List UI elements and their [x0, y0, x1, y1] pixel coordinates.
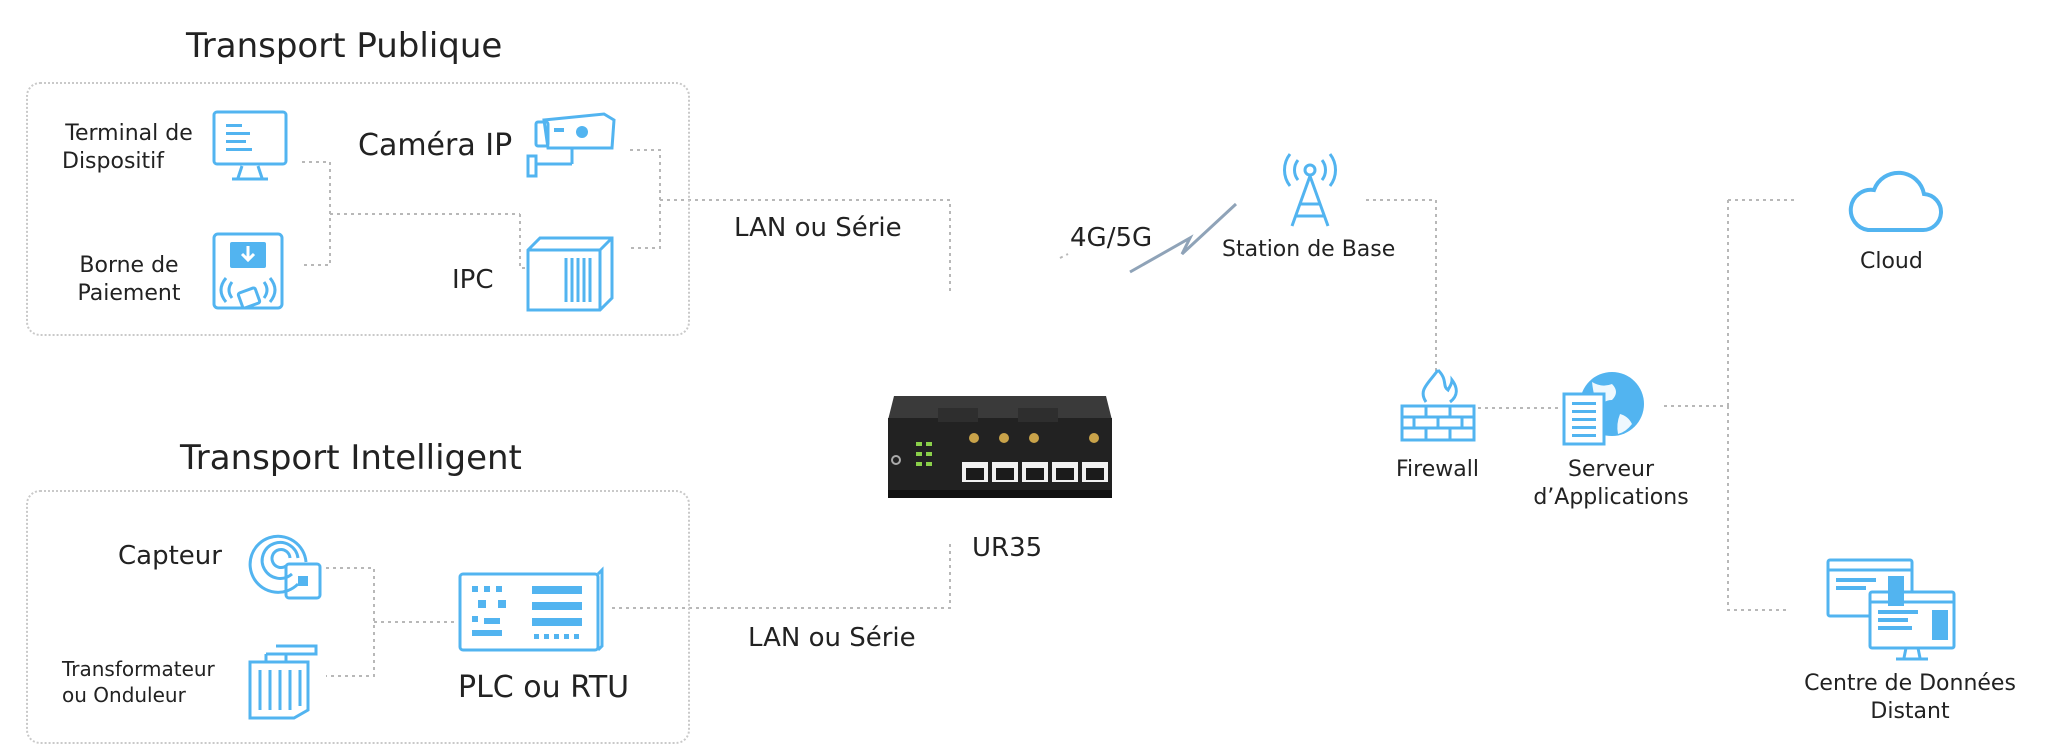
- server-globe-icon: [1562, 370, 1648, 446]
- datacenter-label-line1: Centre de Données: [1804, 671, 2016, 696]
- transformer-icon: [246, 640, 322, 720]
- payment-label-line2: Paiement: [77, 281, 181, 306]
- firewall-label: Firewall: [1396, 457, 1479, 482]
- app-server-label-line1: Serveur: [1567, 457, 1655, 482]
- monitor-icon: [212, 110, 288, 182]
- plc-icon: [458, 566, 604, 654]
- payment-label-line1: Borne de: [79, 253, 179, 278]
- device-label-transformer: Transformateur ou Onduleur: [62, 656, 215, 708]
- group-title-public-transport: Transport Publique: [186, 26, 503, 66]
- device-label-ip-camera: Caméra IP: [358, 128, 513, 163]
- device-label-payment: Borne de Paiement: [64, 252, 194, 308]
- link-label-lan-bottom: LAN ou Série: [748, 623, 916, 653]
- device-label-ipc: IPC: [452, 265, 494, 295]
- terminal-label-line2: Dispositif: [62, 149, 164, 174]
- device-label-plc: PLC ou RTU: [458, 670, 630, 705]
- base-station-label: Station de Base: [1222, 237, 1396, 262]
- datacenter-label-line2: Distant: [1870, 699, 1950, 724]
- terminal-label-line1: Terminal de: [65, 121, 193, 146]
- remote-datacenter-icon: [1826, 558, 1956, 662]
- link-label-cellular: 4G/5G: [1070, 223, 1153, 253]
- transformer-label-line2: ou Onduleur: [62, 683, 186, 707]
- group-title-smart-transport: Transport Intelligent: [180, 438, 522, 478]
- app-server-label-line2: d’Applications: [1533, 485, 1689, 510]
- firewall-icon: [1400, 366, 1476, 442]
- device-label-terminal: Terminal de Dispositif: [56, 120, 202, 176]
- datacenter-label: Centre de Données Distant: [1780, 670, 2040, 726]
- industrial-pc-icon: [526, 236, 614, 312]
- cloud-label: Cloud: [1860, 249, 1923, 274]
- cloud-icon: [1846, 162, 1944, 234]
- group-public-transport: [26, 82, 690, 336]
- lightning-bolt-icon: [1128, 202, 1238, 274]
- app-server-label: Serveur d’Applications: [1516, 456, 1706, 512]
- link-label-lan-top: LAN ou Série: [734, 213, 902, 243]
- cell-tower-icon: [1278, 152, 1342, 228]
- router-device: [880, 380, 1120, 508]
- group-smart-transport: [26, 490, 690, 744]
- security-camera-icon: [524, 112, 616, 178]
- payment-terminal-icon: [212, 232, 286, 312]
- device-label-sensor: Capteur: [118, 541, 222, 571]
- transformer-label-line1: Transformateur: [62, 657, 215, 681]
- router-label: UR35: [972, 533, 1043, 563]
- sensor-icon: [246, 522, 324, 602]
